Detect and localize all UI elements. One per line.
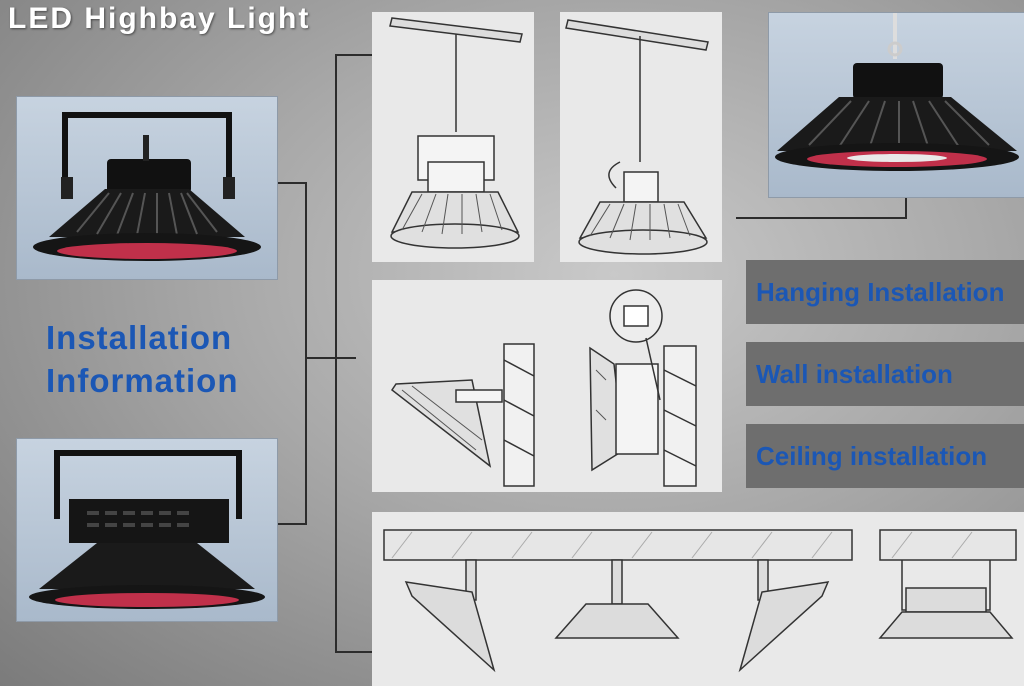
product-photo-hanging bbox=[768, 12, 1024, 198]
hanging-diagram-hook bbox=[560, 12, 722, 262]
wall-installation-diagram bbox=[372, 280, 722, 492]
highbay-lamp-bracket-image bbox=[33, 112, 261, 261]
ceiling-installation-diagram bbox=[372, 512, 1024, 686]
hanging-installation-label: Hanging Installation bbox=[746, 260, 1024, 324]
hanging-hook-drawing bbox=[565, 19, 709, 255]
hanging-bracket-drawing bbox=[389, 17, 523, 249]
product-photo-bracket bbox=[16, 96, 278, 280]
wall-installation-label: Wall installation bbox=[746, 342, 1024, 406]
ceiling-installation-label: Ceiling installation bbox=[746, 424, 1024, 488]
highbay-lamp-driver-image bbox=[29, 450, 265, 609]
info-line-1: Installation bbox=[46, 319, 233, 356]
page-title: LED Highbay Light bbox=[8, 2, 311, 35]
installation-information-heading: Installation Information bbox=[46, 316, 238, 402]
wall-mount-drawing bbox=[390, 289, 697, 487]
ceiling-mount-drawing bbox=[383, 529, 1017, 673]
highbay-lamp-hanging-image bbox=[775, 13, 1019, 171]
hanging-diagram-bracket bbox=[372, 12, 534, 262]
product-photo-driver bbox=[16, 438, 278, 622]
info-line-2: Information bbox=[46, 362, 239, 399]
